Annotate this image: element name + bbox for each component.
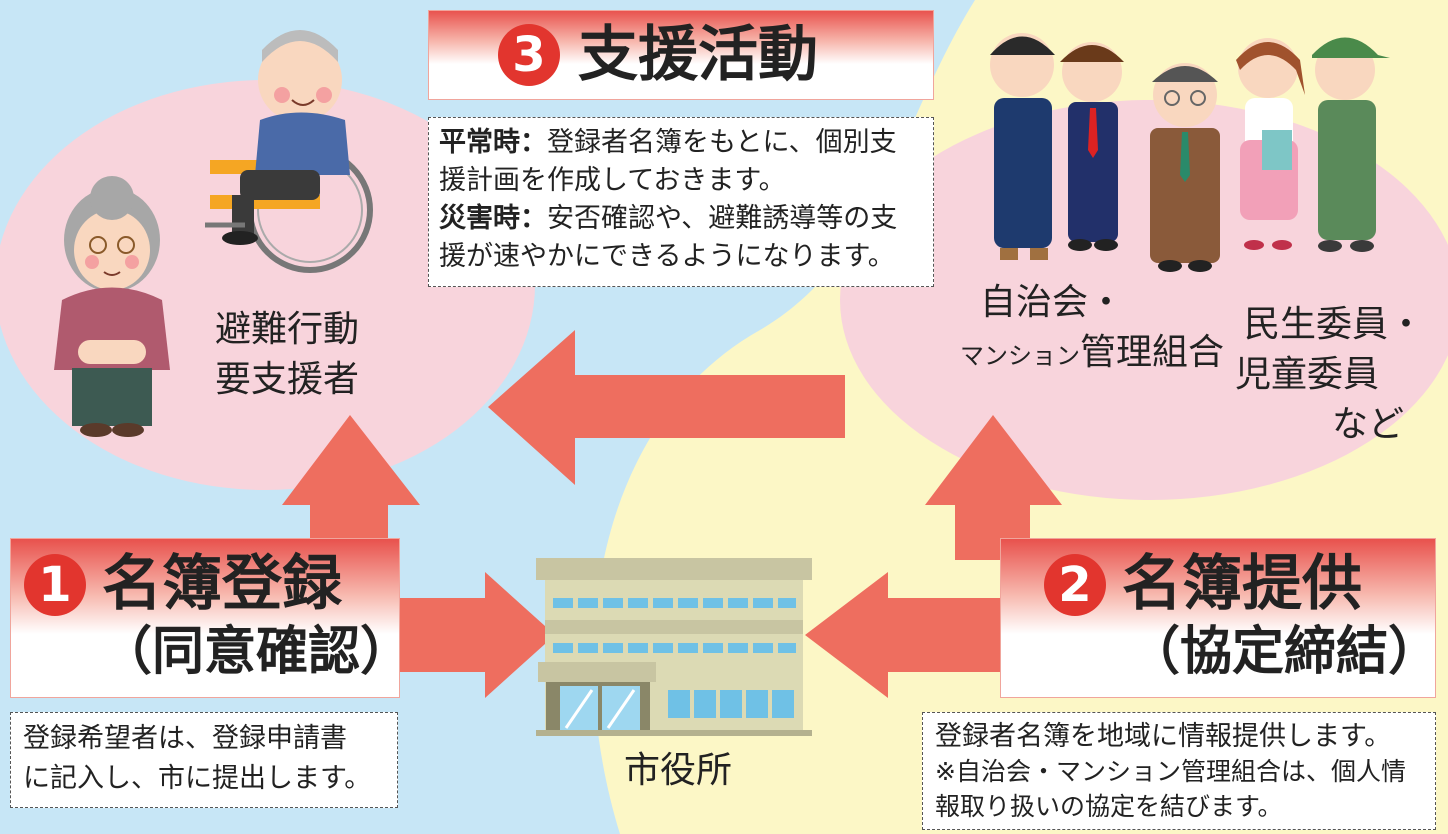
normal-time-line2: 援計画を作成しておきます。 xyxy=(439,165,786,196)
step2-description-line1: 登録者名簿を地域に情報提供します。 xyxy=(935,721,1392,752)
step1-subtitle: （同意確認） xyxy=(100,622,413,682)
step2-description-box: 登録者名簿を地域に情報提供します。 ※自治会・マンション管理組合は、個人情 報取… xyxy=(922,712,1436,830)
step1-description-line1: 登録希望者は、登録申請書 xyxy=(23,723,347,754)
wheelchair-man-illustration xyxy=(205,30,373,273)
normal-time-label: 平常時： xyxy=(439,127,547,158)
arrow-up-right xyxy=(925,415,1062,560)
city-hall-illustration xyxy=(536,558,812,736)
step2-number-badge: 2 xyxy=(1044,554,1106,616)
person-suit-red-tie xyxy=(1060,42,1124,251)
arrow-up-left xyxy=(282,415,420,560)
city-hall-label: 市役所 xyxy=(624,750,733,791)
person-apron xyxy=(990,33,1055,260)
step3-number-badge: 3 xyxy=(498,24,560,86)
disaster-time-line1: 安否確認や、避難誘導等の支 xyxy=(547,203,898,234)
person-brown-suit xyxy=(1150,63,1220,272)
step2-description-line3: 報取り扱いの協定を結びます。 xyxy=(935,792,1283,821)
person-pink-woman xyxy=(1236,38,1305,250)
step1-title: 名簿登録 xyxy=(102,549,342,619)
evacuation-support-line1: 避難行動 xyxy=(215,309,360,350)
step1-number-badge: 1 xyxy=(24,554,86,616)
step2-description-line2: ※自治会・マンション管理組合は、個人情 xyxy=(935,757,1406,786)
welfare-commissioner-line3: など xyxy=(1332,404,1405,445)
person-green-uniform xyxy=(1312,37,1390,252)
arrow-right-into-cityhall xyxy=(400,572,555,698)
step1-description-box: 登録希望者は、登録申請書 に記入し、市に提出します。 xyxy=(10,712,398,808)
welfare-commissioner-label: 民生委員・ 児童委員 など xyxy=(1235,300,1424,450)
normal-time-line1: 登録者名簿をもとに、個別支 xyxy=(547,127,897,158)
residents-association-line2: 管理組合 xyxy=(1080,332,1225,373)
step1-banner: 1 名簿登録 （同意確認） xyxy=(10,538,412,698)
flow-arrows xyxy=(282,330,1062,698)
arrow-left-into-cityhall xyxy=(805,572,1000,698)
residents-association-line2-small: マンション xyxy=(960,342,1080,370)
evacuation-support-line2: 要支援者 xyxy=(215,359,360,400)
community-members-illustration xyxy=(990,33,1390,272)
step3-description-box: 平常時：登録者名簿をもとに、個別支 援計画を作成しておきます。 災害時：安否確認… xyxy=(428,117,934,287)
step3-banner: 3 支援活動 xyxy=(428,10,934,100)
disaster-time-line2: 援が速やかにできるようになります。 xyxy=(439,241,895,272)
welfare-commissioner-line1: 民生委員・ xyxy=(1244,304,1425,345)
step1-description-line2: に記入し、市に提出します。 xyxy=(23,763,372,794)
evacuation-support-label: 避難行動 要支援者 xyxy=(215,305,359,405)
step3-title: 支援活動 xyxy=(578,20,818,90)
elderly-woman-illustration xyxy=(54,176,170,437)
disaster-time-label: 災害時： xyxy=(439,203,547,234)
arrow-left-top xyxy=(488,330,845,485)
residents-association-label: 自治会・ マンション管理組合 xyxy=(960,278,1224,381)
residents-association-line1: 自治会・ xyxy=(980,282,1125,323)
step2-title: 名簿提供 xyxy=(1122,549,1362,619)
welfare-commissioner-line2: 児童委員 xyxy=(1235,354,1380,395)
step2-banner: 2 名簿提供 （協定締結） xyxy=(1000,538,1440,698)
step2-subtitle: （協定締結） xyxy=(1128,622,1441,682)
